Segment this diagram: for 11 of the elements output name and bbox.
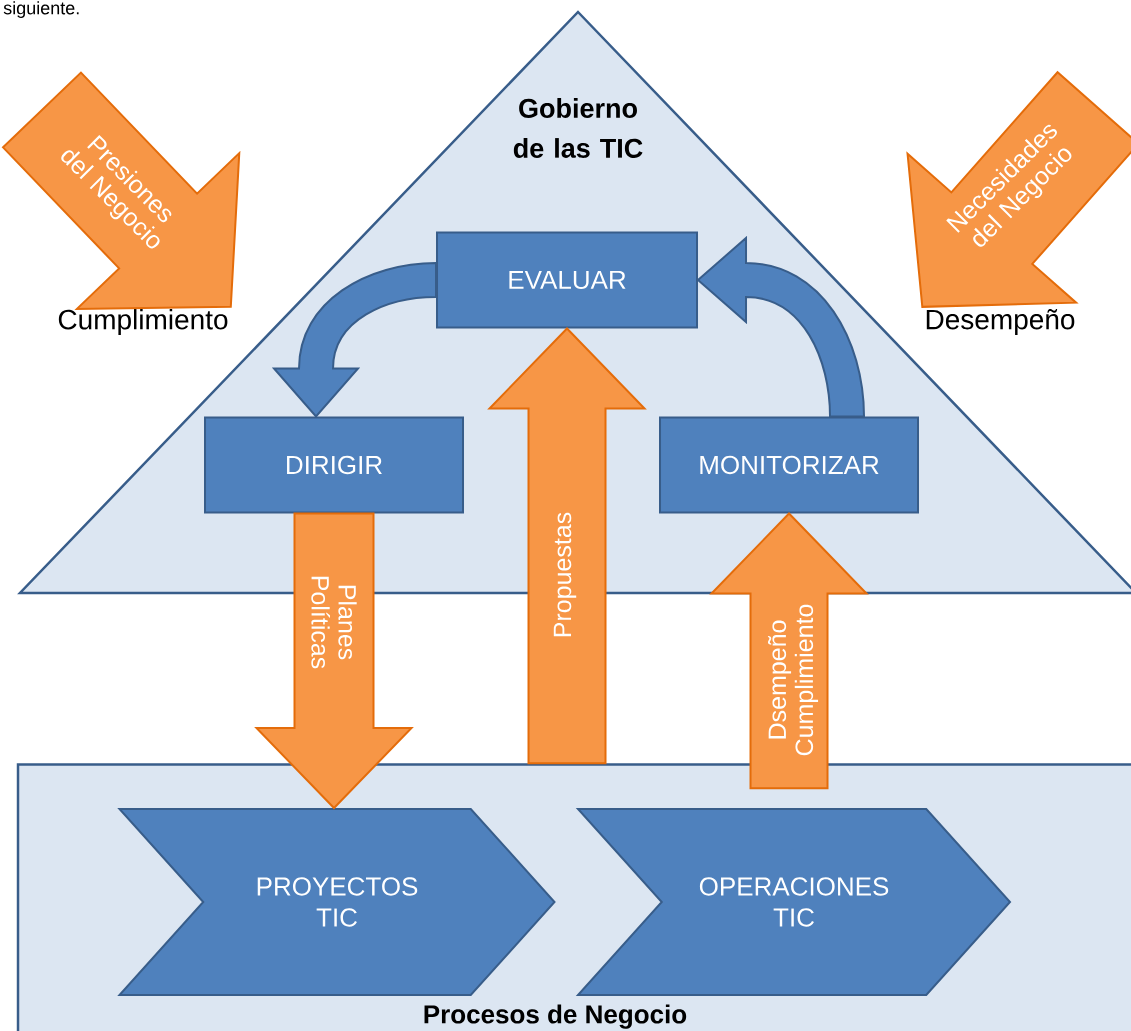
caption-text: Cumplimiento <box>58 308 228 336</box>
edge-label: Dsempeño Cumplimiento <box>767 604 819 756</box>
block-arrow <box>254 512 414 810</box>
process-box: EVALUAR <box>436 231 698 329</box>
process-box: DIRIGIR <box>204 416 464 514</box>
curved-arrow <box>697 237 865 418</box>
process-box: MONITORIZAR <box>659 416 919 514</box>
curved-arrow <box>273 262 437 418</box>
caption-text: Desempeño <box>926 309 1075 335</box>
block-arrow <box>709 512 869 790</box>
block-arrow <box>487 327 647 765</box>
